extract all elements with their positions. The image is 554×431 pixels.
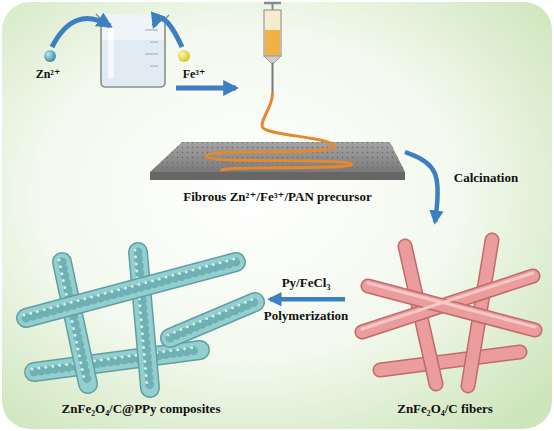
process-arrow bbox=[270, 297, 345, 302]
stage-label: ZnFe₂O₄/C fibers bbox=[397, 402, 493, 417]
ion-label: Fe³⁺ bbox=[172, 65, 216, 85]
stage-label: Fe³⁺ bbox=[183, 68, 206, 82]
zn-ion-dot bbox=[44, 50, 56, 62]
coated-fibers bbox=[24, 250, 255, 388]
stage-label: Fibrous Zn²⁺/Fe³⁺/PAN precursor bbox=[183, 190, 371, 205]
syringe bbox=[264, 3, 281, 94]
ion-label: Zn²⁺ bbox=[26, 65, 70, 85]
step-label: Py/FeCl₃ bbox=[282, 276, 331, 291]
spun-fiber bbox=[206, 94, 352, 170]
stage-label: ZnFe₂O₄/C@PPy composites bbox=[62, 402, 221, 417]
pink-fibers bbox=[362, 240, 535, 386]
transfer-arrow bbox=[176, 86, 236, 91]
fe-ion-dot bbox=[178, 50, 190, 62]
feed-arrow bbox=[52, 19, 110, 47]
feed-arrow bbox=[154, 19, 182, 47]
step-label: Calcination bbox=[454, 171, 518, 186]
calcined-fiber-stage: ZnFe₂O₄/C fibers bbox=[345, 222, 545, 420]
composite-stage: ZnFe₂O₄/C@PPy composites bbox=[12, 240, 270, 420]
precursor-stage: Fibrous Zn²⁺/Fe³⁺/PAN precursor bbox=[150, 128, 405, 208]
step-label: Polymerization bbox=[264, 309, 348, 324]
process-arrow bbox=[405, 152, 438, 222]
stage-label: Zn²⁺ bbox=[36, 68, 61, 82]
